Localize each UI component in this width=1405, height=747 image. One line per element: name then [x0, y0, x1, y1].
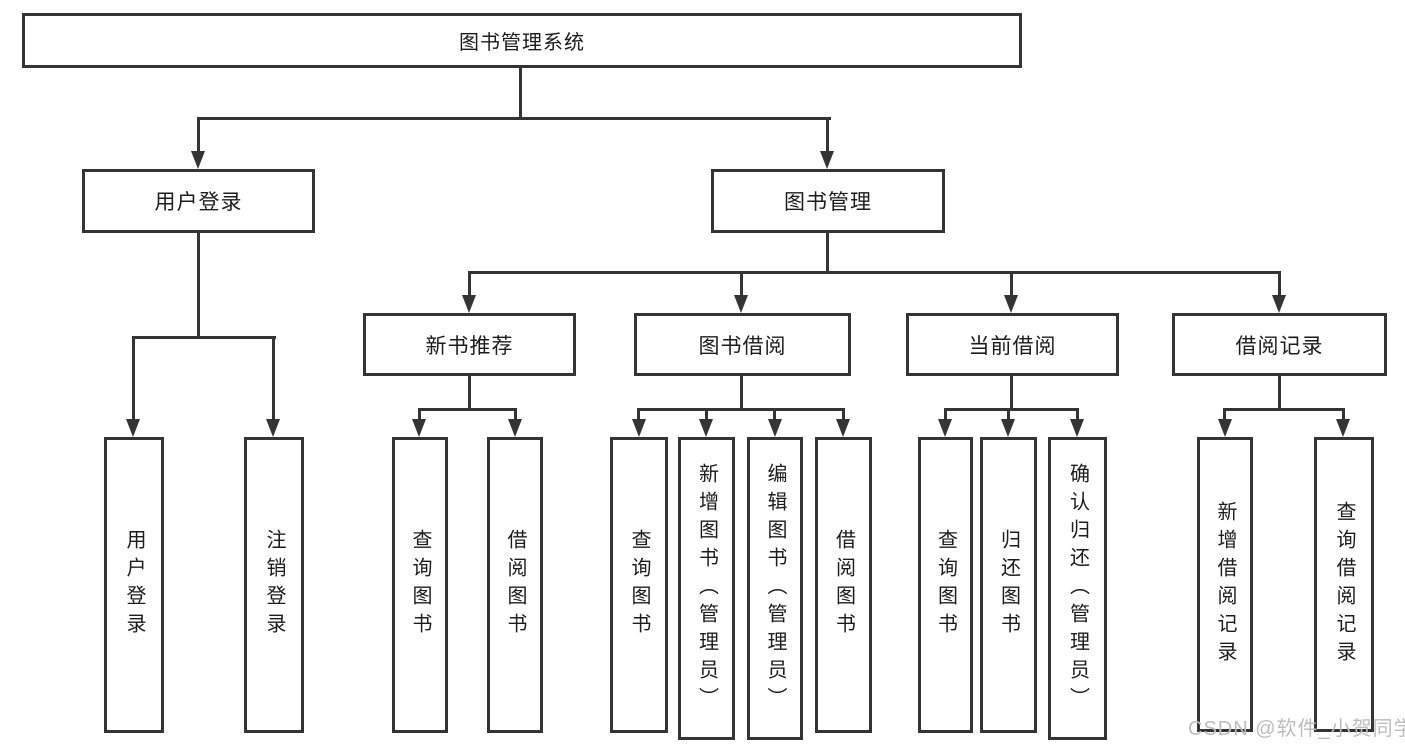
arrowhead-down-icon	[836, 419, 850, 437]
connector-line	[514, 408, 517, 421]
connector-line	[197, 233, 200, 339]
leaf-borrow-query-books: 查询图书	[610, 437, 668, 733]
connector-line	[637, 408, 640, 421]
connector-line	[468, 376, 471, 410]
connector-line	[468, 271, 1281, 274]
node-book-borrow: 图书借阅	[634, 313, 851, 376]
node-current-borrow: 当前借阅	[906, 313, 1119, 376]
arrowhead-down-icon	[820, 151, 834, 169]
connector-line	[740, 271, 743, 298]
connector-line	[272, 336, 275, 421]
node-new-book-recommend: 新书推荐	[363, 313, 576, 376]
connector-line	[826, 233, 829, 273]
connector-line	[944, 408, 947, 421]
connector-line	[418, 408, 517, 411]
arrowhead-down-icon	[126, 419, 140, 437]
csdn-watermark: CSDN @软件_小贺同学	[1188, 718, 1405, 740]
connector-line	[1010, 376, 1013, 410]
connector-line	[197, 117, 831, 120]
arrowhead-down-icon	[191, 151, 205, 169]
leaf-current-query-books: 查询图书	[918, 437, 973, 733]
connector-line	[1342, 408, 1345, 421]
leaf-confirm-return-admin: 确认归还（管理员）	[1048, 437, 1107, 740]
node-borrow-records: 借阅记录	[1172, 313, 1387, 376]
leaf-add-books-admin: 新增图书（管理员）	[678, 437, 735, 740]
connector-line	[705, 408, 708, 421]
leaf-add-borrow-record: 新增借阅记录	[1197, 437, 1253, 732]
node-book-management: 图书管理	[711, 169, 945, 233]
arrowhead-down-icon	[462, 295, 476, 313]
leaf-edit-books-admin: 编辑图书（管理员）	[747, 437, 803, 740]
arrowhead-down-icon	[632, 419, 646, 437]
connector-line	[519, 66, 522, 118]
arrowhead-down-icon	[768, 419, 782, 437]
arrowhead-down-icon	[734, 295, 748, 313]
connector-line	[1278, 271, 1281, 298]
connector-line	[773, 408, 776, 421]
connector-line	[468, 271, 471, 298]
arrowhead-down-icon	[1336, 419, 1350, 437]
arrowhead-down-icon	[266, 419, 280, 437]
connector-line	[842, 408, 845, 421]
connector-line	[826, 117, 829, 153]
connector-line	[418, 408, 421, 421]
connector-line	[1076, 408, 1079, 421]
connector-line	[637, 408, 845, 411]
arrowhead-down-icon	[1272, 295, 1286, 313]
leaf-logout: 注销登录	[244, 437, 304, 733]
connector-line	[1007, 408, 1010, 421]
arrowhead-down-icon	[412, 419, 426, 437]
node-user-login: 用户登录	[82, 169, 315, 233]
connector-line	[197, 117, 200, 153]
leaf-borrow-books: 借阅图书	[815, 437, 872, 733]
connector-line	[740, 376, 743, 410]
arrowhead-down-icon	[1070, 419, 1084, 437]
arrowhead-down-icon	[1004, 295, 1018, 313]
connector-line	[132, 336, 276, 339]
connector-line	[944, 408, 1079, 411]
leaf-return-books: 归还图书	[980, 437, 1037, 733]
connector-line	[1278, 376, 1281, 410]
arrowhead-down-icon	[699, 419, 713, 437]
arrowhead-down-icon	[1218, 419, 1232, 437]
leaf-recommend-query-books: 查询图书	[392, 437, 448, 733]
connector-line	[1223, 408, 1226, 421]
connector-line	[1223, 408, 1344, 411]
arrowhead-down-icon	[1001, 419, 1015, 437]
connector-line	[132, 336, 135, 421]
node-root: 图书管理系统	[22, 13, 1022, 68]
leaf-recommend-borrow-books: 借阅图书	[487, 437, 543, 733]
arrowhead-down-icon	[938, 419, 952, 437]
leaf-query-borrow-record: 查询借阅记录	[1314, 437, 1374, 732]
connector-line	[1010, 271, 1013, 298]
arrowhead-down-icon	[508, 419, 522, 437]
leaf-user-login: 用户登录	[104, 437, 164, 733]
